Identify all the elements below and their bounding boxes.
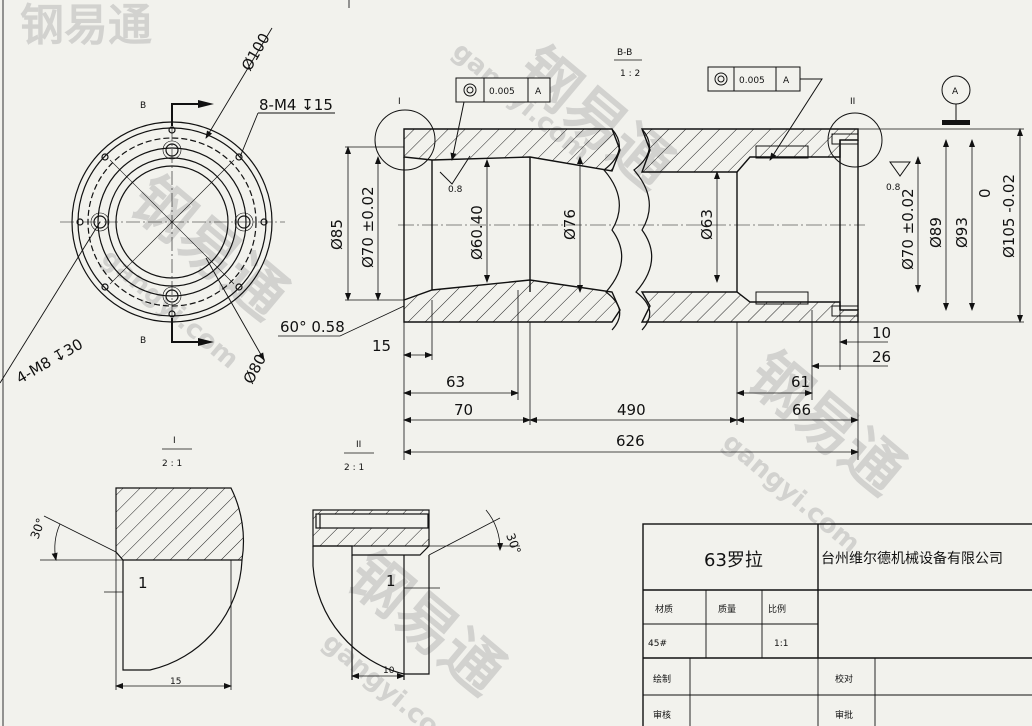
chamfer-note: 60° 0.58 (280, 318, 345, 336)
roughness-right: 0.8 (886, 161, 911, 193)
dim-d105-upper: 0 (976, 188, 994, 198)
svg-text:A: A (535, 87, 542, 97)
front-view-leaders (0, 27, 335, 384)
section-arrow-head-bottom (198, 338, 214, 346)
detail-II-dim-width: 10 (383, 666, 395, 676)
scale-label: 比例 (768, 603, 786, 615)
svg-text:0.8: 0.8 (886, 183, 901, 193)
dim-d105: Ø105 -0.02 (1000, 174, 1018, 258)
dim-d60-40: Ø60.40 (468, 205, 486, 260)
dim-d85: Ø85 (328, 219, 346, 250)
dim-d70-left: Ø70 ±0.02 (359, 186, 377, 268)
tolerance-frame-right: 0.005 A (707, 66, 823, 161)
detail-II-marker: II (850, 97, 855, 107)
weight-label: 质量 (718, 603, 736, 615)
detail-I-label: I (173, 436, 176, 446)
datum-A: A (941, 75, 971, 125)
detail-I-drawing (40, 487, 245, 690)
detail-I-dim-width: 15 (170, 677, 181, 687)
dim-bolt-holes: 8-M4 ↧15 (259, 96, 333, 114)
section-label-bottom: B (140, 336, 146, 346)
chamfer-leader (278, 305, 405, 337)
front-view (60, 105, 285, 340)
title-block (642, 523, 1032, 726)
dim-d93: Ø93 (953, 217, 971, 248)
diameter-dims (345, 128, 1024, 323)
dim-d89: Ø89 (927, 217, 945, 248)
section-body (398, 128, 865, 323)
svg-text:钢易通: 钢易通 (20, 0, 152, 51)
dim-d70-right: Ø70 ±0.02 (899, 188, 917, 270)
dim-l63: 63 (446, 373, 465, 391)
dim-l66: 66 (792, 401, 811, 419)
break-lines (603, 128, 653, 331)
scale-value: 1:1 (774, 639, 788, 649)
detail-II-dim-small: 1 (386, 572, 396, 590)
section-title: B-B (617, 48, 632, 58)
svg-text:0.005: 0.005 (739, 76, 765, 86)
dim-tapped-holes: 4-M8 ↧30 (13, 335, 86, 388)
check-label: 校对 (835, 673, 853, 685)
dim-d63: Ø63 (698, 209, 716, 240)
section-label-top: B (140, 101, 146, 111)
dim-l61: 61 (791, 373, 810, 391)
detail-I-marker: I (398, 97, 401, 107)
section-arrow-head-top (198, 100, 214, 108)
dim-d76: Ø76 (561, 209, 579, 240)
detail-I-circle (374, 109, 436, 171)
detail-II-angle: 30° (503, 531, 523, 556)
tolerance-frame-left: 0.005 A (450, 77, 551, 161)
svg-text:0.005: 0.005 (489, 87, 515, 97)
company-name: 台州维尔德机械设备有限公司 (821, 550, 1003, 567)
dim-pcd: Ø80 (240, 351, 270, 387)
material-label: 材质 (655, 603, 673, 615)
dim-l626: 626 (616, 432, 645, 450)
review-label: 审核 (653, 709, 671, 721)
dim-l70: 70 (454, 401, 473, 419)
sheet-border (2, 0, 350, 726)
detail-I-angle: 30° (28, 516, 48, 541)
detail-I-dim-small: 1 (138, 574, 148, 592)
svg-text:0.8: 0.8 (448, 185, 463, 195)
dim-l26: 26 (872, 348, 891, 366)
dim-l490: 490 (617, 401, 646, 419)
threaded-holes (755, 133, 859, 317)
material-value: 45# (648, 639, 667, 649)
detail-I-scale: 2 : 1 (162, 459, 182, 469)
part-name: 63罗拉 (704, 550, 763, 571)
svg-text:A: A (952, 87, 959, 97)
detail-II-drawing (312, 509, 520, 680)
section-scale: 1 : 2 (620, 69, 640, 79)
svg-text:A: A (783, 76, 790, 86)
length-dims (403, 290, 888, 460)
approve-label: 审批 (835, 709, 853, 721)
detail-II-label: II (356, 440, 361, 450)
drawn-label: 绘制 (653, 673, 671, 685)
roughness-left: 0.8 (439, 155, 471, 195)
detail-II-scale: 2 : 1 (344, 463, 364, 473)
detail-II-circle (827, 112, 883, 168)
dim-l10: 10 (872, 324, 891, 342)
watermark: 钢易通 钢易通 gangyi.com 钢易通 gangyi.com 钢易通 ga… (20, 0, 917, 726)
dim-outer-dia: Ø100 (238, 30, 274, 74)
section-arrows (171, 103, 210, 343)
dim-l15: 15 (372, 337, 391, 355)
